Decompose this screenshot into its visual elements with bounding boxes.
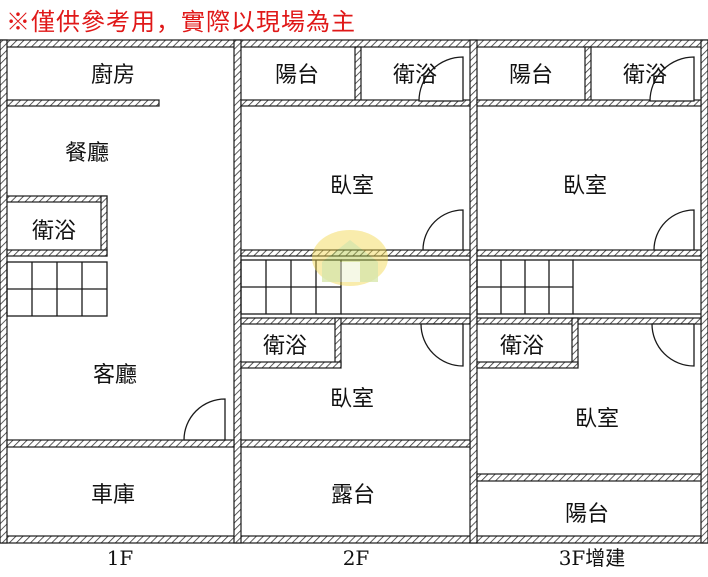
- room-label-2f-balcony: 陽台: [275, 63, 319, 88]
- door-3f-bedroom-top: [653, 209, 695, 251]
- door-3f-bedroom-mid: [651, 323, 695, 367]
- room-label-1f-dining: 餐廳: [65, 141, 109, 166]
- door-1f-living: [183, 398, 226, 441]
- room-label-3f-balcony-top: 陽台: [509, 63, 553, 88]
- room-label-1f-bathroom: 衛浴: [32, 219, 76, 244]
- staircase-1f: [6, 261, 108, 317]
- watermark-logo: [312, 230, 388, 286]
- room-label-2f-bathroom-top: 衛浴: [393, 63, 437, 88]
- room-label-1f-garage: 車庫: [91, 483, 135, 508]
- doors: [183, 56, 695, 441]
- floor-labels: 1F 2F 3F增建: [107, 546, 626, 570]
- room-label-2f-bathroom-mid: 衛浴: [263, 334, 307, 359]
- room-labels: 廚房 餐廳 衛浴 客廳 車庫 陽台 衛浴 臥室 衛浴 臥室 露台 陽台 衛浴 臥…: [32, 63, 667, 527]
- door-2f-bedroom-mid: [420, 323, 464, 367]
- floor-label-2f: 2F: [343, 546, 370, 570]
- room-label-3f-balcony-bottom: 陽台: [565, 502, 609, 527]
- room-label-2f-bedroom-mid: 臥室: [330, 387, 374, 412]
- room-label-3f-bathroom-top: 衛浴: [623, 63, 667, 88]
- room-label-2f-terrace: 露台: [331, 483, 375, 508]
- room-label-3f-bathroom-mid: 衛浴: [500, 334, 544, 359]
- disclaimer-text: ※僅供參考用，實際以現場為主: [6, 8, 356, 36]
- staircase-2f: [240, 259, 470, 315]
- walls: [0, 39, 708, 544]
- room-label-1f-kitchen: 廚房: [91, 63, 135, 88]
- room-label-1f-living: 客廳: [93, 363, 137, 388]
- staircase-3f: [476, 259, 701, 315]
- door-3f-bathroom-top: [649, 56, 695, 102]
- door-2f-bedroom-top: [422, 209, 464, 251]
- room-label-3f-bedroom-mid: 臥室: [575, 407, 619, 432]
- door-2f-bathroom-top: [418, 56, 464, 102]
- floor-label-1f: 1F: [107, 546, 134, 570]
- room-label-3f-bedroom-top: 臥室: [563, 174, 607, 199]
- floor-label-3f: 3F增建: [559, 546, 626, 570]
- room-label-2f-bedroom-top: 臥室: [330, 174, 374, 199]
